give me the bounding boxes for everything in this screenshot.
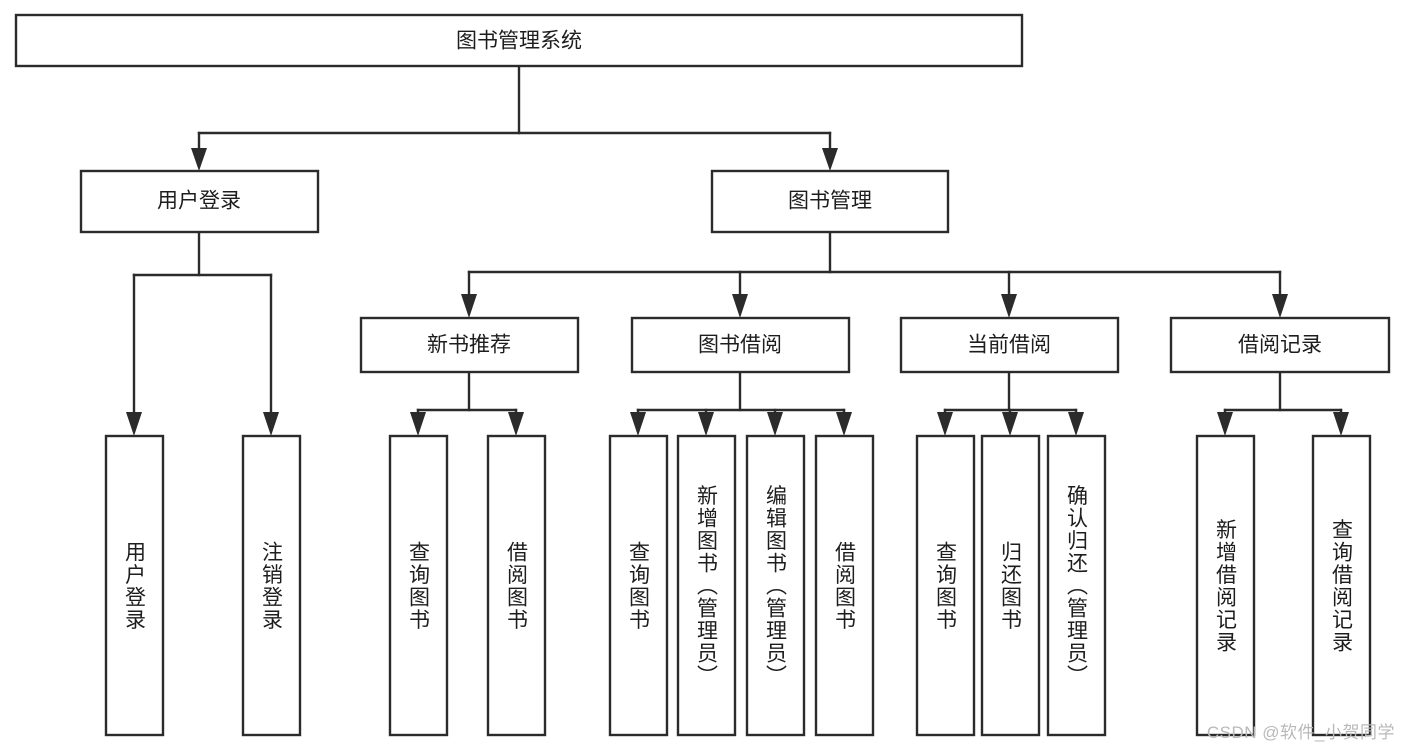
node-current-borrow-box[interactable]	[899, 316, 1120, 374]
leaf-box[interactable]	[241, 434, 302, 737]
node-user-login-label: 用户登录	[157, 190, 241, 213]
connector-group	[126, 64, 1349, 436]
leaf-box[interactable]	[388, 434, 449, 737]
leaf-box[interactable]	[486, 434, 547, 737]
leaf-node-record-query[interactable]: 查询借阅记录	[1311, 434, 1372, 737]
node-book-manage[interactable]: 图书管理	[710, 169, 950, 234]
node-borrow-record-box[interactable]	[1169, 316, 1391, 374]
arrow-head-bb-leaf-4	[836, 412, 852, 436]
node-new-book-recommend-box[interactable]	[359, 316, 580, 374]
leaf-node-user-login-login[interactable]: 用户登录	[104, 434, 165, 737]
node-new-book-recommend-label: 新书推荐	[427, 334, 511, 357]
arrow-head-new-book	[461, 294, 477, 318]
node-book-manage-box[interactable]	[710, 169, 950, 234]
csdn-watermark: CSDN @软件_小贺同学	[1206, 723, 1395, 742]
arrow-head-leaf-logout	[263, 412, 279, 436]
arrow-head-book-borrow	[732, 294, 748, 318]
leaf-box[interactable]	[676, 434, 737, 737]
node-current-borrow[interactable]: 当前借阅	[899, 316, 1120, 374]
leaf-label-edit-book-admin: 编辑图书（管理员）	[764, 485, 788, 688]
leaf-node-currentborrow-query[interactable]: 查询图书	[915, 434, 976, 737]
node-root[interactable]: 图书管理系统	[14, 13, 1024, 68]
leaf-label-borrow-book: 借阅图书	[505, 541, 529, 631]
leaf-box[interactable]	[1311, 434, 1372, 737]
arrow-head-user-login	[191, 148, 207, 171]
leaf-label-query-book: 查询图书	[934, 541, 958, 631]
leaf-node-user-login-logout[interactable]: 注销登录	[241, 434, 302, 737]
leaf-node-newbook-borrow[interactable]: 借阅图书	[486, 434, 547, 737]
leaf-node-newbook-query[interactable]: 查询图书	[388, 434, 449, 737]
leaf-label-add-book-admin: 新增图书（管理员）	[695, 485, 719, 688]
arrow-head-br-leaf-2	[1333, 412, 1349, 436]
leaf-label-borrow-book: 借阅图书	[833, 541, 857, 631]
leaf-box[interactable]	[814, 434, 875, 737]
leaf-label-confirm-return-admin: 确认归还（管理员）	[1065, 485, 1089, 688]
leaf-node-bookborrow-borrow[interactable]: 借阅图书	[814, 434, 875, 737]
leaf-label-query-book: 查询图书	[627, 541, 651, 631]
arrow-head-cb-leaf-3	[1068, 412, 1084, 436]
leaf-label-user-login: 用户登录	[123, 541, 147, 631]
arrow-head-nb-leaf-1	[410, 412, 426, 436]
leaf-label-add-borrow-record: 新增借阅记录	[1214, 519, 1238, 654]
node-book-borrow-box[interactable]	[630, 316, 851, 374]
leaf-label-query-borrow-record: 查询借阅记录	[1330, 519, 1354, 654]
leaf-label-return-book: 归还图书	[999, 541, 1023, 631]
leaf-box[interactable]	[104, 434, 165, 737]
node-book-manage-label: 图书管理	[788, 190, 872, 213]
leaf-node-currentborrow-confirm[interactable]: 确认归还（管理员）	[1046, 434, 1107, 737]
node-current-borrow-label: 当前借阅	[967, 334, 1051, 357]
node-book-borrow-label: 图书借阅	[698, 334, 782, 357]
arrow-head-bb-leaf-1	[630, 412, 646, 436]
leaf-box[interactable]	[980, 434, 1041, 737]
arrow-head-bb-leaf-3	[767, 412, 783, 436]
arrow-head-cb-leaf-1	[937, 412, 953, 436]
arrow-head-cb-leaf-2	[1002, 412, 1018, 436]
leaf-node-bookborrow-add[interactable]: 新增图书（管理员）	[676, 434, 737, 737]
arrow-head-borrow-record	[1272, 294, 1288, 318]
leaf-node-bookborrow-query[interactable]: 查询图书	[608, 434, 669, 737]
node-root-label: 图书管理系统	[456, 30, 582, 53]
leaf-label-query-book: 查询图书	[407, 541, 431, 631]
node-user-login-box[interactable]	[79, 169, 320, 234]
node-book-borrow[interactable]: 图书借阅	[630, 316, 851, 374]
arrow-head-br-leaf-1	[1217, 412, 1233, 436]
leaf-node-currentborrow-return[interactable]: 归还图书	[980, 434, 1041, 737]
node-borrow-record[interactable]: 借阅记录	[1169, 316, 1391, 374]
arrow-head-current-borrow	[1001, 294, 1017, 318]
arrow-head-nb-leaf-2	[508, 412, 524, 436]
leaf-box[interactable]	[1046, 434, 1107, 737]
leaf-box[interactable]	[1195, 434, 1256, 737]
leaf-node-record-add[interactable]: 新增借阅记录	[1195, 434, 1256, 737]
node-root-box[interactable]	[14, 13, 1024, 68]
arrow-head-leaf-user-login	[126, 412, 142, 436]
leaf-node-bookborrow-edit[interactable]: 编辑图书（管理员）	[745, 434, 806, 737]
leaf-box[interactable]	[608, 434, 669, 737]
arrow-head-bb-leaf-2	[698, 412, 714, 436]
node-user-login[interactable]: 用户登录	[79, 169, 320, 234]
leaf-box[interactable]	[915, 434, 976, 737]
node-new-book-recommend[interactable]: 新书推荐	[359, 316, 580, 374]
arrow-head-book-manage	[822, 148, 838, 171]
node-borrow-record-label: 借阅记录	[1238, 334, 1322, 357]
leaf-label-logout: 注销登录	[260, 541, 284, 631]
leaf-box[interactable]	[745, 434, 806, 737]
